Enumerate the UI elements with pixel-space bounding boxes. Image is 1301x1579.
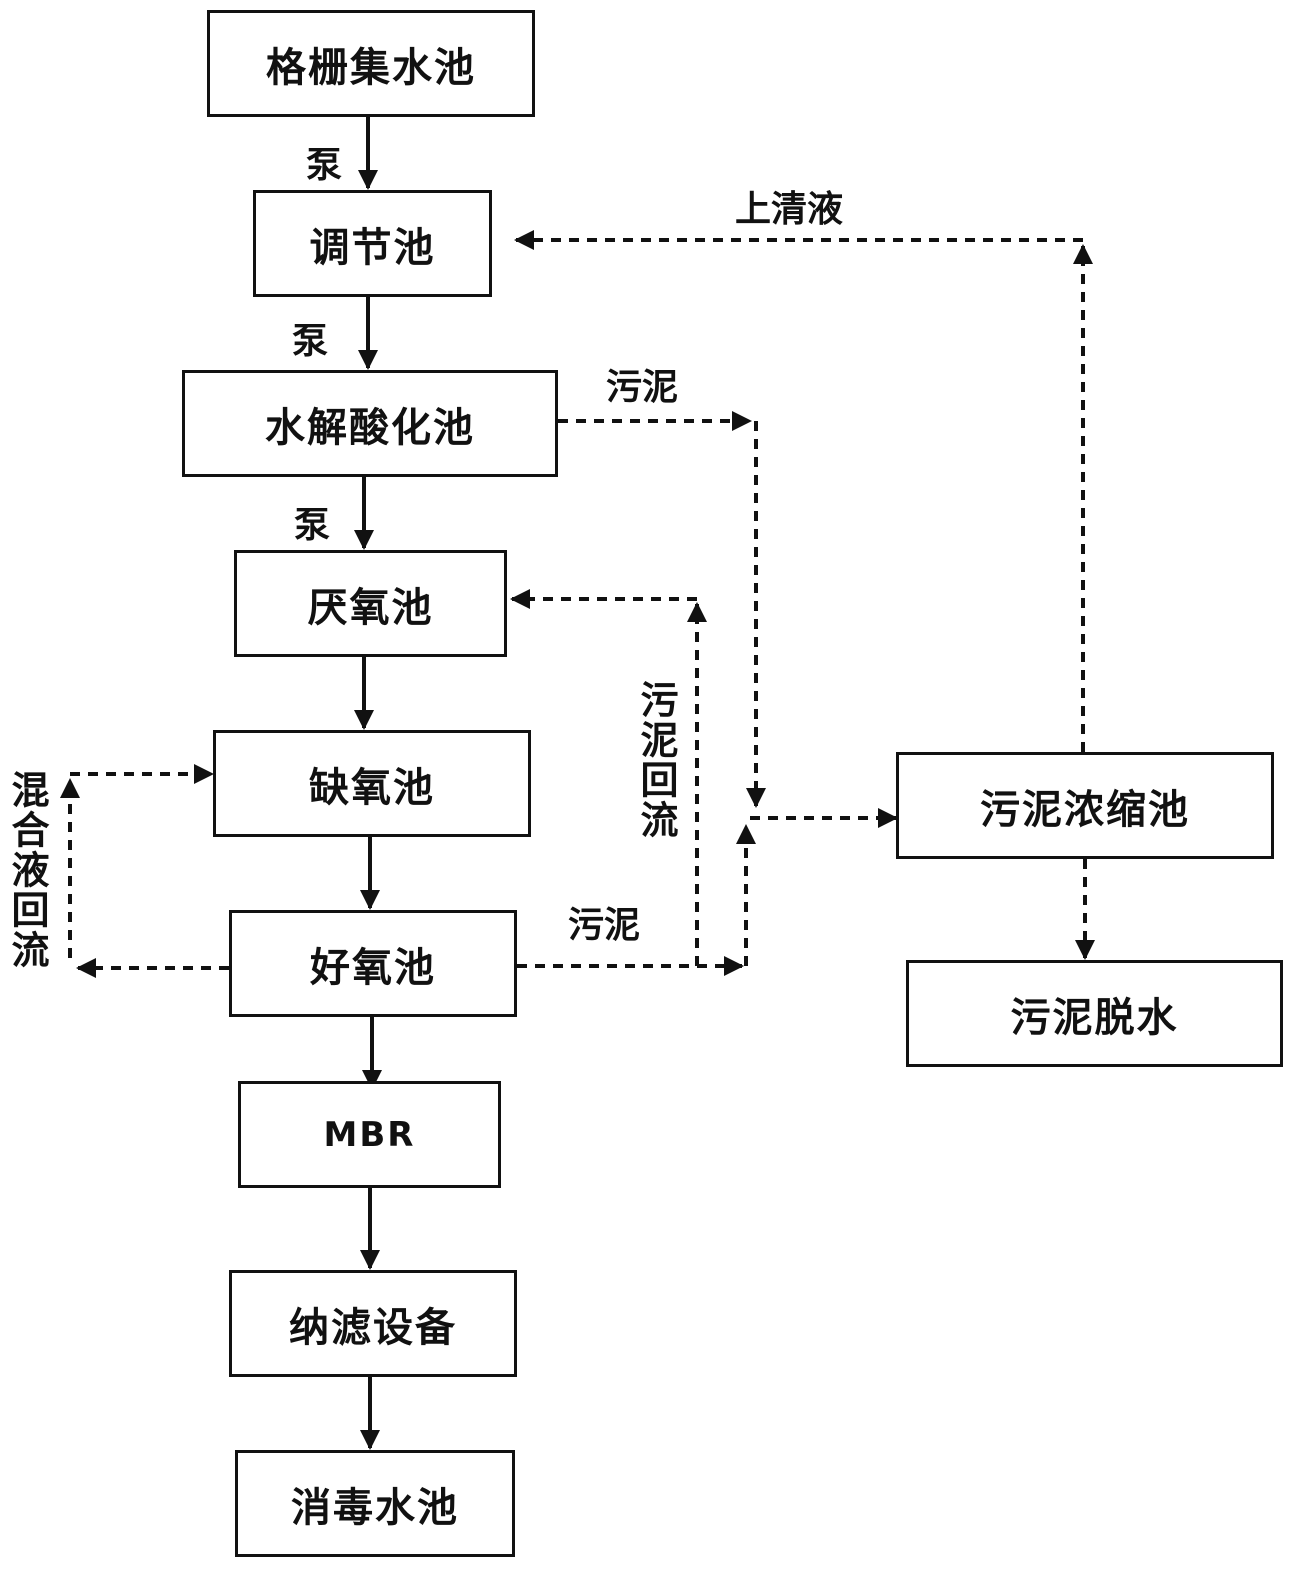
node-equalization-tank-label: 调节池 (309, 224, 436, 271)
node-screen-tank-label: 格栅集水池 (266, 44, 476, 91)
label-pump-2: 泵 (292, 321, 329, 362)
node-hydrolysis-tank: 水解酸化池 (182, 370, 558, 477)
node-equalization-tank: 调节池 (253, 190, 492, 297)
node-sludge-dewatering-label: 污泥脱水 (1010, 994, 1179, 1041)
node-nanofiltration-label: 纳滤设备 (289, 1304, 457, 1351)
node-sludge-dewatering: 污泥脱水 (906, 960, 1283, 1067)
node-sludge-thickener: 污泥浓缩池 (896, 752, 1274, 859)
label-mixed-liquor-return: 混合液回流 (5, 770, 49, 970)
node-mbr: MBR (238, 1081, 501, 1188)
node-aerobic-tank-label: 好氧池 (310, 944, 436, 991)
label-sludge-hydrolysis: 污泥 (606, 367, 679, 408)
node-anaerobic-tank: 厌氧池 (234, 550, 507, 657)
label-sludge-aerobic: 污泥 (568, 905, 641, 946)
node-disinfection-tank: 消毒水池 (235, 1450, 515, 1557)
node-sludge-thickener-label: 污泥浓缩池 (980, 786, 1190, 833)
node-mbr-label: MBR (323, 1114, 416, 1155)
node-anoxic-tank-label: 缺氧池 (309, 764, 435, 811)
node-screen-tank: 格栅集水池 (207, 10, 535, 117)
label-sludge-return: 污泥回流 (634, 680, 678, 840)
node-aerobic-tank: 好氧池 (229, 910, 517, 1017)
label-supernatant: 上清液 (735, 189, 844, 230)
node-hydrolysis-tank-label: 水解酸化池 (265, 404, 475, 451)
node-nanofiltration: 纳滤设备 (229, 1270, 517, 1377)
node-anaerobic-tank-label: 厌氧池 (307, 584, 434, 631)
label-pump-3: 泵 (294, 505, 331, 546)
node-anoxic-tank: 缺氧池 (213, 730, 531, 837)
node-disinfection-tank-label: 消毒水池 (291, 1484, 459, 1531)
label-pump-1: 泵 (306, 145, 343, 186)
